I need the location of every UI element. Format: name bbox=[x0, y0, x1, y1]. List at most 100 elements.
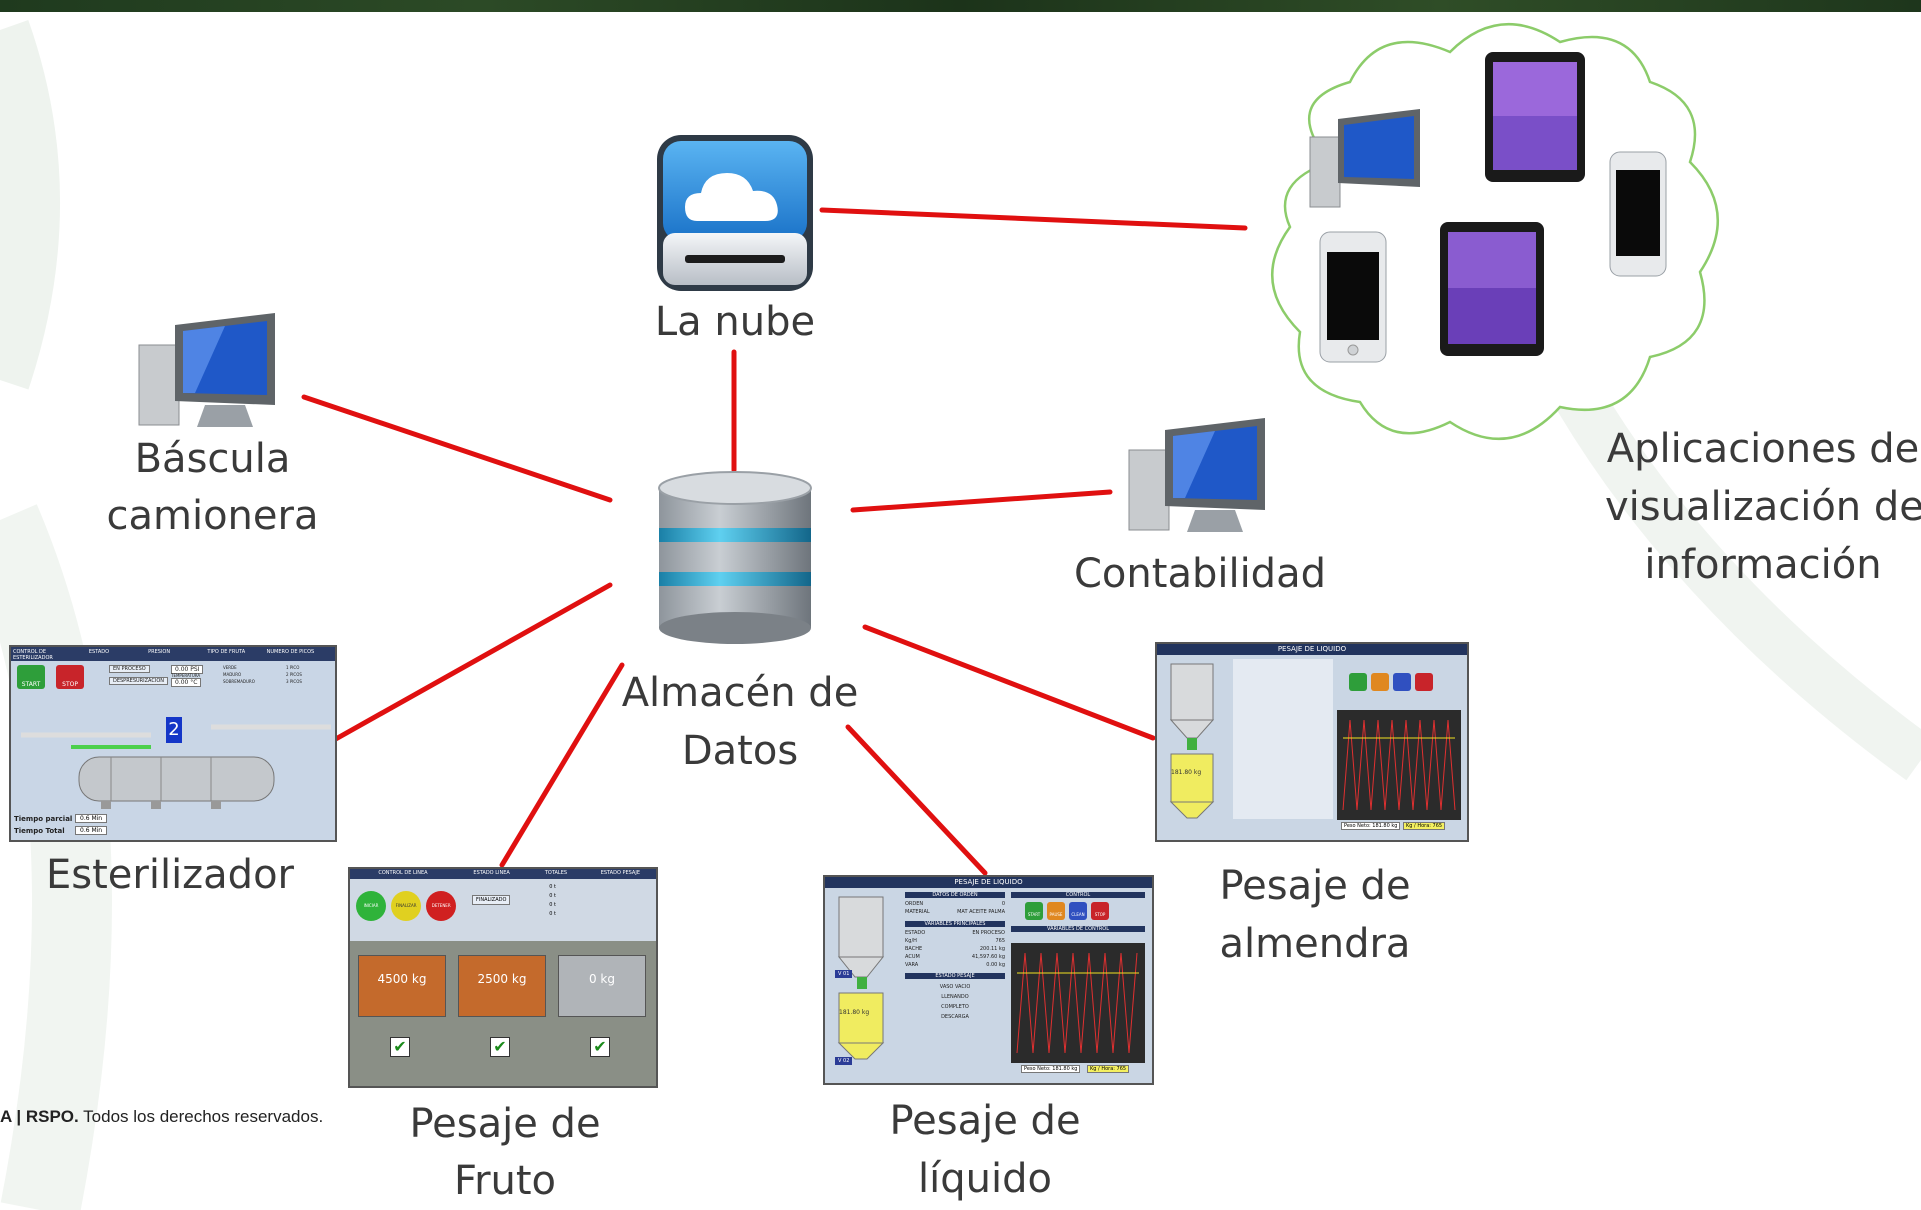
tolva-weight: 2500 kg bbox=[458, 955, 546, 1017]
valve-v1[interactable]: V 01 bbox=[835, 970, 853, 978]
total-value: 0 t bbox=[549, 893, 556, 899]
connector-db-esterilizador bbox=[331, 582, 613, 743]
fruto-header: ESTADO PESAJE bbox=[600, 870, 640, 876]
tiempo-parcial-value: 0.6 Min bbox=[75, 814, 108, 823]
material-label: MATERIAL bbox=[905, 909, 930, 915]
desktop-computer-icon bbox=[135, 305, 285, 435]
tank-weight: 181.80 kg bbox=[1171, 769, 1202, 776]
copyright-text: A | RSPO. Todos los derechos reservados. bbox=[0, 1107, 323, 1127]
orden-label: ORDEN bbox=[905, 901, 924, 907]
vara-label: VARA bbox=[905, 962, 919, 968]
fruta-option[interactable]: SOBREMADURO bbox=[223, 679, 255, 684]
estado-value: EN PROCESO bbox=[972, 930, 1005, 936]
pesaje-item: LLENANDO bbox=[941, 994, 969, 1000]
stop-button[interactable] bbox=[1415, 673, 1433, 691]
peso-neto: Peso Neto: 181.80 kg bbox=[1021, 1065, 1081, 1073]
clean-button[interactable] bbox=[1393, 673, 1411, 691]
esterilizador-header: CONTROL DE ESTERILIZADOR bbox=[13, 649, 53, 661]
finalizar-button[interactable]: FINALIZAR bbox=[391, 891, 422, 921]
material-value: MAT ACEITE PALMA bbox=[957, 909, 1005, 915]
bache-label: BACHE bbox=[905, 946, 923, 952]
total-value: 0 t bbox=[549, 884, 556, 890]
connector-db-almendra bbox=[862, 624, 1156, 741]
contador-picos: 2 bbox=[166, 717, 182, 743]
tiempo-total-value: 0.6 Min bbox=[75, 826, 108, 835]
temperatura-value: 0.00 °C bbox=[171, 678, 202, 687]
bascula-label-line1: Báscula bbox=[134, 436, 291, 482]
devices-cloud-icon bbox=[1240, 12, 1760, 452]
peso-neto: Peso Neto: 181.80 kg bbox=[1341, 822, 1401, 830]
start-button[interactable] bbox=[1349, 673, 1367, 691]
esterilizador-header: NUMERO DE PICOS bbox=[266, 649, 315, 655]
presion-value: 0.00 PSI bbox=[171, 665, 204, 674]
bascula-label-line2: camionera bbox=[106, 493, 319, 539]
top-banner bbox=[0, 0, 1921, 12]
tank-diagram bbox=[1169, 663, 1215, 819]
aplicaciones-label-line1: Aplicaciones de bbox=[1606, 426, 1920, 472]
despresurizacion-button[interactable]: DESPRESURIZACION bbox=[109, 677, 169, 685]
esterilizador-label: Esterilizador bbox=[45, 852, 294, 898]
fruta-option[interactable]: MADURO bbox=[223, 672, 242, 677]
trend-chart bbox=[1011, 943, 1145, 1063]
connector-db-bascula bbox=[301, 394, 613, 503]
tolva-weight: 0 kg bbox=[558, 955, 646, 1017]
connector-db-contabilidad bbox=[850, 489, 1113, 513]
trend-chart bbox=[1337, 710, 1461, 820]
tank-weight: 181.80 kg bbox=[839, 1009, 870, 1016]
acum-label: ACUM bbox=[905, 954, 920, 960]
picos-option[interactable]: 3 PICOS bbox=[286, 679, 302, 684]
datos-orden-title: DATOS DE ORDEN bbox=[905, 892, 1005, 898]
stop-button[interactable]: STOP bbox=[56, 665, 85, 689]
tank-diagram bbox=[837, 896, 885, 1060]
valve-v2[interactable]: V 02 bbox=[835, 1057, 853, 1065]
connector-cloud-apps bbox=[819, 207, 1248, 231]
pesaje-item: COMPLETO bbox=[941, 1004, 969, 1010]
fruto-header: CONTROL DE LINEA bbox=[378, 870, 428, 876]
picos-option[interactable]: 1 PICO bbox=[286, 665, 300, 670]
liquido-screen: PESAJE DE LIQUIDO V 01 181.80 kg V 02 DA… bbox=[823, 875, 1154, 1085]
start-button[interactable]: START bbox=[1025, 902, 1043, 920]
bache-value: 200.11 kg bbox=[979, 946, 1005, 952]
stop-button[interactable]: STOP bbox=[1091, 902, 1109, 920]
iniciar-button[interactable]: INICIAR bbox=[356, 891, 386, 921]
database-label-line1: Almacén de bbox=[621, 670, 859, 716]
esterilizador-vessel bbox=[21, 724, 331, 809]
pesaje-fruto-label-line2: Fruto bbox=[453, 1158, 557, 1204]
pause-button[interactable]: PAUSE bbox=[1047, 902, 1065, 920]
detener-button[interactable]: DETENER bbox=[426, 891, 457, 921]
connector-db-liquido bbox=[845, 724, 988, 876]
pesaje-liquido-label-line1: Pesaje de bbox=[889, 1098, 1081, 1144]
pause-button[interactable] bbox=[1371, 673, 1389, 691]
connector-db-fruto bbox=[499, 662, 625, 868]
clean-button[interactable]: CLEAN bbox=[1069, 902, 1087, 920]
estado-pesaje-title: ESTADO PESAJE bbox=[905, 973, 1005, 979]
tolva-weight: 4500 kg bbox=[358, 955, 446, 1017]
copyright-brand: A | RSPO. bbox=[0, 1107, 79, 1126]
grafica-title: VARIABLES DE CONTROL bbox=[1011, 926, 1145, 932]
database-label-line2: Datos bbox=[681, 728, 799, 774]
estado-value: EN PROCESO bbox=[109, 665, 150, 673]
acum-value: 41,597.60 kg bbox=[971, 954, 1005, 960]
picos-option[interactable]: 2 PICOS bbox=[286, 672, 302, 677]
fruto-header: TOTALES bbox=[544, 870, 568, 876]
database-icon bbox=[655, 468, 815, 648]
pesaje-liquido-label-line2: líquido bbox=[918, 1156, 1052, 1202]
contabilidad-label: Contabilidad bbox=[1074, 551, 1326, 597]
almendra-title: PESAJE DE LIQUIDO bbox=[1157, 644, 1467, 655]
orden-value: 0 bbox=[1001, 901, 1005, 907]
pesaje-item: DESCARGA bbox=[941, 1014, 969, 1020]
almendra-screen: PESAJE DE LIQUIDO 181.80 kg Peso Neto: 1… bbox=[1155, 642, 1469, 842]
estado-linea-value: FINALIZADO bbox=[472, 895, 511, 905]
fruta-option[interactable]: VERDE bbox=[223, 665, 237, 670]
check-icon: ✔ bbox=[590, 1037, 610, 1057]
total-value: 0 t bbox=[549, 902, 556, 908]
esterilizador-header: PRESION bbox=[148, 649, 171, 655]
tiempo-parcial-label: Tiempo parcial bbox=[14, 815, 73, 823]
kgh-label: Kg/H bbox=[905, 938, 917, 944]
pesaje-almendra-label-line1: Pesaje de bbox=[1219, 863, 1411, 909]
start-button[interactable]: START bbox=[17, 665, 45, 689]
check-icon: ✔ bbox=[490, 1037, 510, 1057]
fruto-screen: CONTROL DE LINEA ESTADO LINEA TOTALES ES… bbox=[348, 867, 658, 1088]
control-title: CONTROL bbox=[1011, 892, 1145, 898]
